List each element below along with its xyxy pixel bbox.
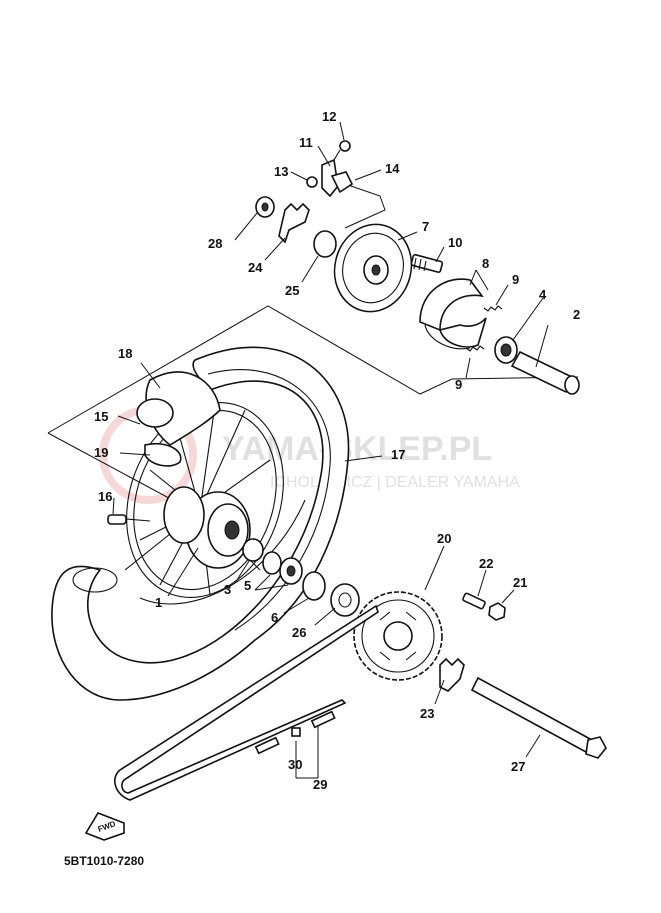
callout-17: 17 — [391, 447, 405, 462]
collar — [510, 350, 580, 395]
rear-wheel — [124, 402, 284, 598]
callout-3: 3 — [224, 582, 231, 597]
drive-chain — [114, 604, 379, 801]
callout-11: 11 — [299, 135, 313, 150]
callout-12: 12 — [322, 109, 336, 124]
hub-components — [242, 538, 360, 617]
callout-5: 5 — [244, 578, 251, 593]
brake-shoes — [419, 278, 487, 350]
camshaft-lever-group — [306, 140, 354, 198]
callout-2: 2 — [573, 307, 580, 322]
damper-group — [255, 196, 337, 258]
rim-band — [136, 371, 221, 467]
callout-13: 13 — [274, 164, 288, 179]
callout-9-lower: 9 — [455, 377, 462, 392]
rear-tire — [51, 346, 350, 701]
callout-6: 6 — [271, 610, 278, 625]
springs — [465, 305, 503, 352]
brake-bearing — [494, 336, 518, 364]
callout-4: 4 — [539, 287, 547, 302]
callout-27: 27 — [511, 759, 525, 774]
callout-10: 10 — [448, 235, 462, 250]
fwd-arrow-icon: FWD — [84, 812, 125, 841]
callout-25: 25 — [285, 283, 299, 298]
callout-21: 21 — [513, 575, 527, 590]
watermark-main: YAMA-SKLEP.PL — [222, 430, 492, 468]
callout-9-upper: 9 — [512, 272, 519, 287]
callout-30: 30 — [288, 757, 302, 772]
wheel-axle — [470, 676, 607, 759]
callout-29: 29 — [313, 777, 327, 792]
callout-19: 19 — [94, 445, 108, 460]
valve — [107, 514, 151, 525]
callouts: 1 2 3 4 5 6 7 8 9 9 10 11 12 13 14 15 16… — [94, 109, 580, 792]
brake-shoe-plate — [333, 223, 413, 313]
callout-24: 24 — [248, 260, 263, 275]
callout-18: 18 — [118, 346, 132, 361]
leader-lines — [112, 121, 549, 779]
stud-bolt — [462, 592, 506, 621]
callout-22: 22 — [479, 556, 493, 571]
callout-14: 14 — [385, 161, 400, 176]
callout-26: 26 — [292, 625, 306, 640]
callout-20: 20 — [437, 531, 451, 546]
callout-16: 16 — [98, 489, 112, 504]
callout-23: 23 — [420, 706, 434, 721]
callout-7: 7 — [422, 219, 429, 234]
chain-puller — [439, 657, 465, 692]
callout-1: 1 — [155, 595, 162, 610]
watermark-sub: ICHOLOWICZ | DEALER YAMAHA — [270, 474, 520, 491]
diagram-code: 5BT1010-7280 — [64, 854, 144, 868]
callout-28: 28 — [208, 236, 222, 251]
camshaft — [410, 253, 444, 274]
callout-8: 8 — [482, 256, 489, 271]
rear-sprocket — [353, 591, 443, 681]
callout-15: 15 — [94, 409, 108, 424]
